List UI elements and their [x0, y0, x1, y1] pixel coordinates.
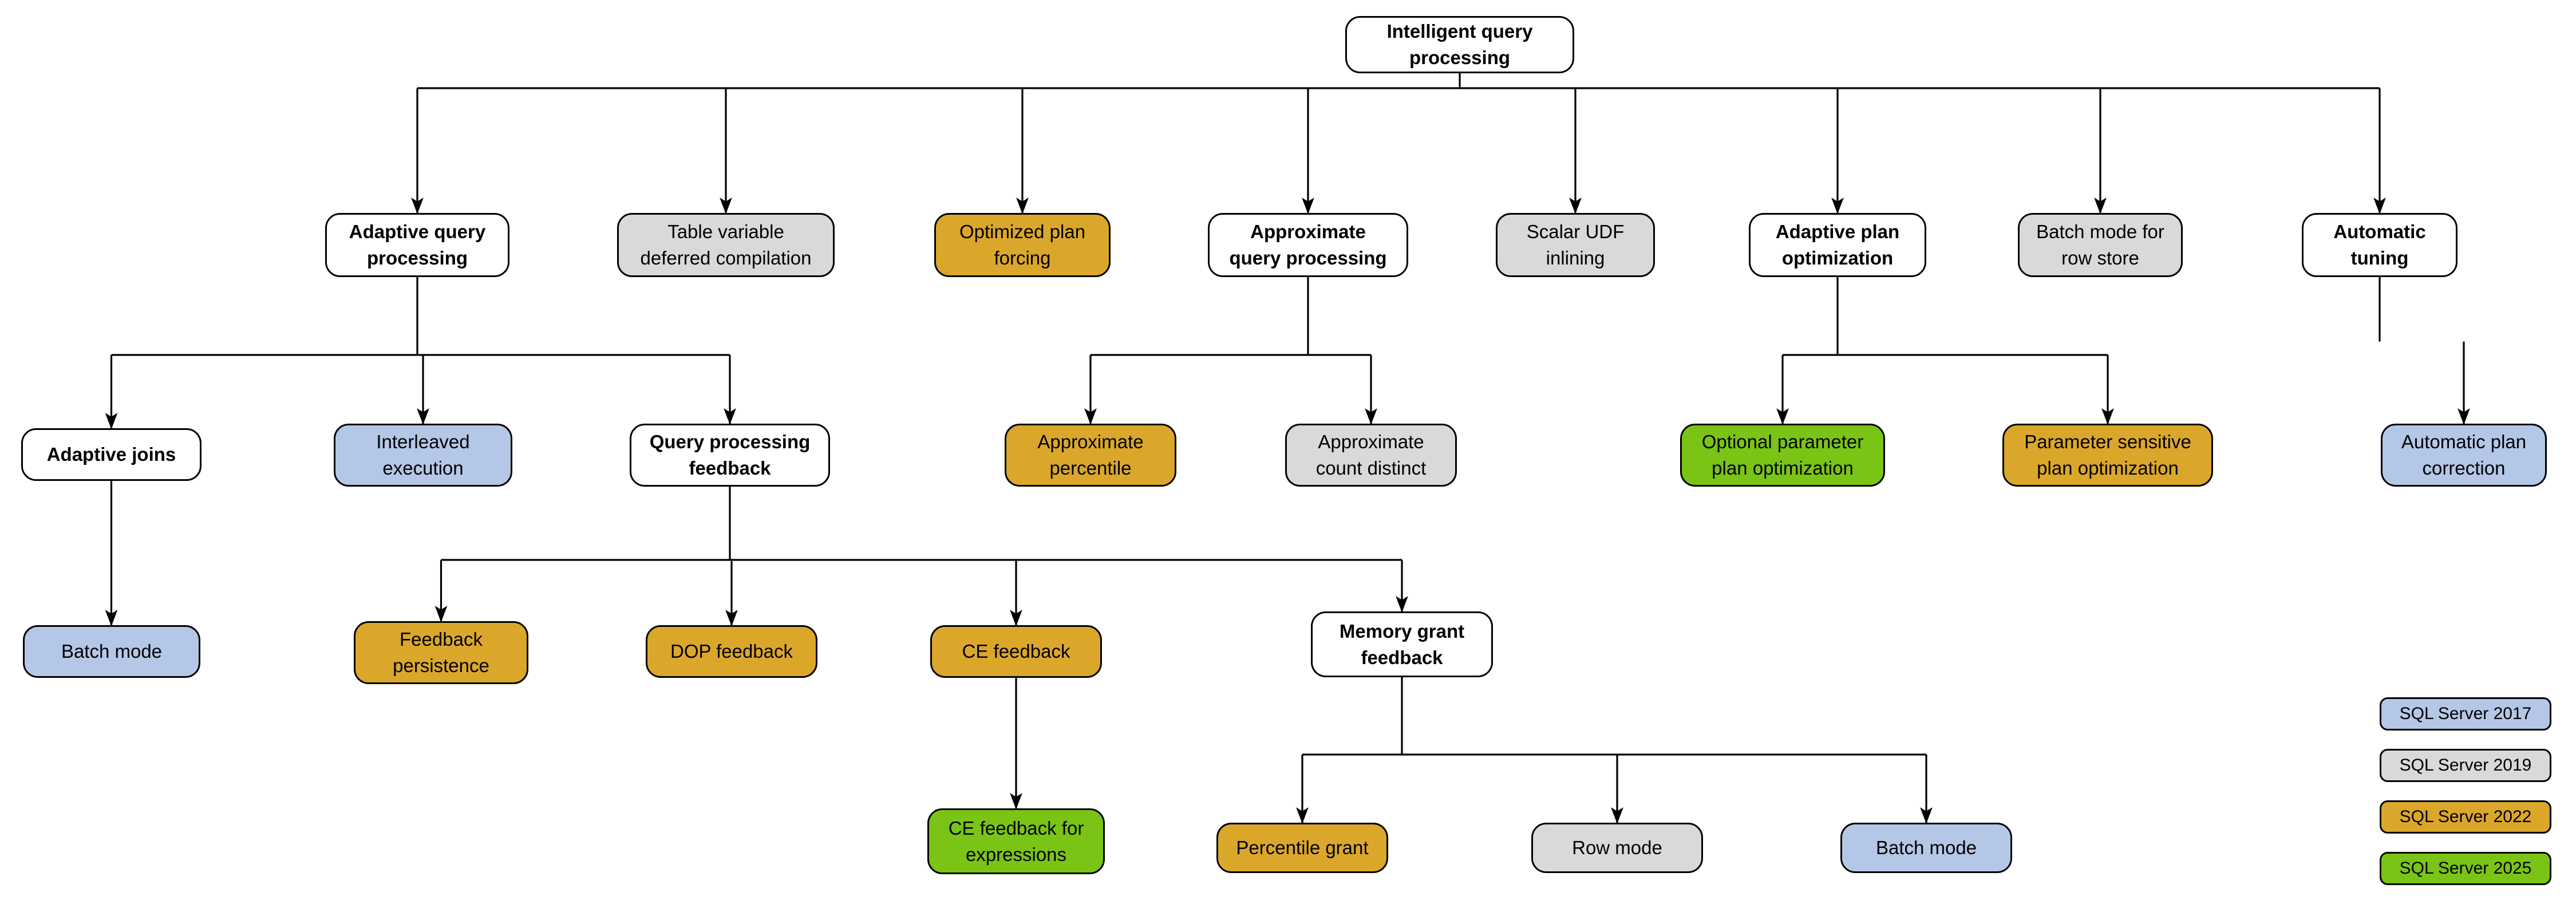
legend-item-sql-server-2017: SQL Server 2017 — [2380, 697, 2551, 731]
legend-item-sql-server-2019: SQL Server 2019 — [2380, 749, 2551, 782]
node-bmrs[interactable]: Batch mode for row store — [2018, 213, 2183, 277]
node-oppo[interactable]: Optional parameter plan optimization — [1680, 424, 1885, 487]
node-opf[interactable]: Optimized plan forcing — [934, 213, 1111, 277]
node-interleaved[interactable]: Interleaved execution — [334, 424, 512, 487]
legend-item-sql-server-2022: SQL Server 2022 — [2380, 800, 2551, 834]
node-aqp[interactable]: Adaptive query processing — [325, 213, 509, 277]
node-bmode1[interactable]: Batch mode — [23, 625, 200, 678]
node-dopfb[interactable]: DOP feedback — [646, 625, 817, 678]
node-apo[interactable]: Adaptive plan optimization — [1749, 213, 1926, 277]
node-approxcd[interactable]: Approximate count distinct — [1285, 424, 1457, 487]
node-cefb[interactable]: CE feedback — [930, 625, 1102, 678]
node-autotune[interactable]: Automatic tuning — [2302, 213, 2458, 277]
node-pspo[interactable]: Parameter sensitive plan optimization — [2002, 424, 2213, 487]
node-approx[interactable]: Approximate query processing — [1208, 213, 1408, 277]
node-pctgrant[interactable]: Percentile grant — [1216, 823, 1388, 873]
node-qpf[interactable]: Query processing feedback — [630, 424, 830, 487]
node-fbpersist[interactable]: Feedback persistence — [354, 621, 528, 684]
node-rowmode[interactable]: Row mode — [1531, 823, 1703, 873]
node-udf[interactable]: Scalar UDF inlining — [1496, 213, 1655, 277]
node-approxpct[interactable]: Approximate percentile — [1005, 424, 1176, 487]
node-tvdc[interactable]: Table variable deferred compilation — [617, 213, 835, 277]
node-bmode2[interactable]: Batch mode — [1840, 823, 2012, 873]
node-ajoins[interactable]: Adaptive joins — [21, 428, 202, 481]
node-apc[interactable]: Automatic plan correction — [2381, 424, 2547, 487]
node-mgf[interactable]: Memory grant feedback — [1311, 611, 1493, 677]
node-cefbexpr[interactable]: CE feedback for expressions — [927, 808, 1105, 874]
node-root[interactable]: Intelligent query processing — [1345, 16, 1574, 73]
legend-item-sql-server-2025: SQL Server 2025 — [2380, 852, 2551, 885]
